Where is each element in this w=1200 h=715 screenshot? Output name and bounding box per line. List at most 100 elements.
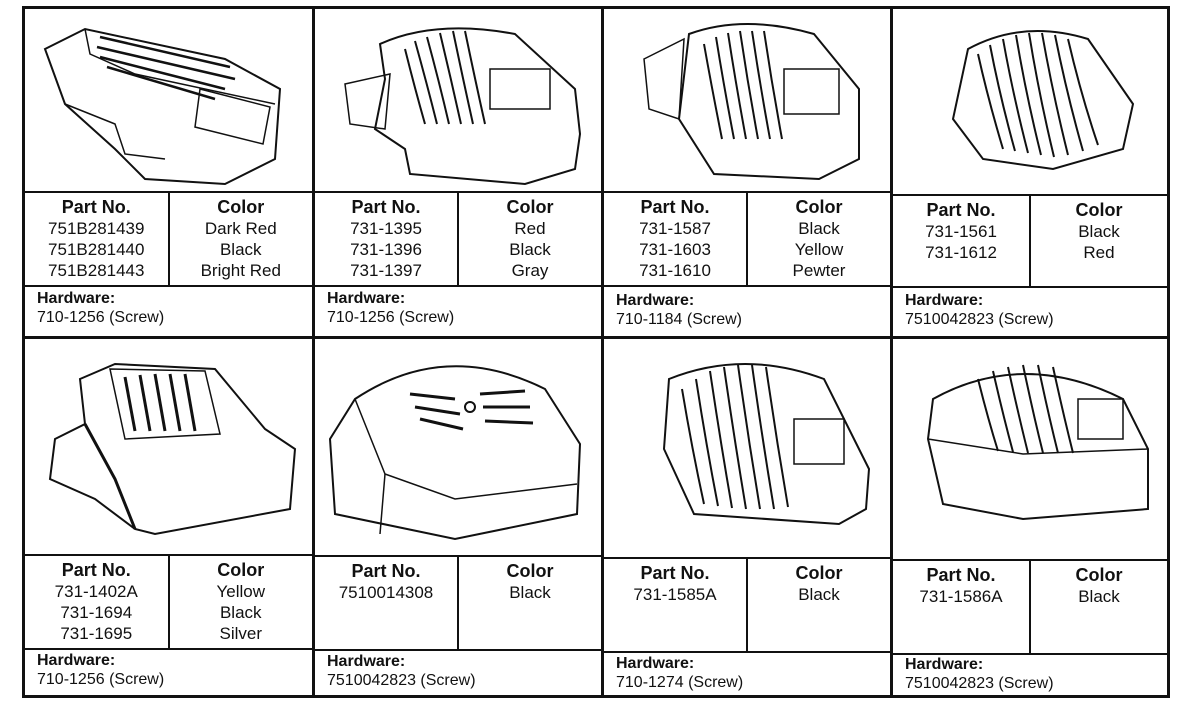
part-number-column: Part No. 731-1402A 731-1694 731-1695 [25,556,168,648]
part-number: 731-1603 [639,240,711,259]
color-value: Black [798,585,840,604]
hardware-value: 7510042823 (Screw) [327,672,476,689]
color-header: Color [795,197,843,217]
color-value: Black [509,583,551,602]
color-value: Black [1078,222,1120,241]
blower-housing-illustration [604,9,890,189]
color-value: Pewter [792,261,846,280]
part-number: 731-1585A [633,585,717,604]
color-column: Color Yellow Black Silver [167,556,313,648]
part-cell-3: Part No. 731-1587 731-1603 731-1610 Colo… [604,9,890,336]
part-number-header: Part No. [61,560,131,580]
color-header: Color [217,560,265,580]
part-number: 731-1610 [639,261,711,280]
color-header: Color [506,197,554,217]
part-table: Part No. 731-1586A Color Black [893,559,1167,655]
color-column: Color Black Red [1029,196,1167,286]
hardware-label: Hardware: [905,656,984,673]
blower-housing-illustration [25,9,312,189]
part-number: 731-1397 [350,261,422,280]
part-number: 731-1694 [60,603,133,622]
color-column: Color Red Black Gray [457,193,601,285]
part-number: 731-1612 [925,243,997,262]
part-number: 731-1586A [919,587,1003,606]
part-number-header: Part No. [926,200,996,220]
color-value: Black [798,219,840,238]
part-table: Part No. 7510014308 Color Black [315,555,601,651]
part-number-column: Part No. 731-1561 731-1612 [893,196,1029,286]
hardware-info: Hardware: 710-1274 (Screw) [616,654,743,692]
blower-housing-illustration [315,9,601,189]
part-table: Part No. 731-1585A Color Black [604,557,890,653]
color-header: Color [217,197,265,217]
part-cell-2: Part No. 731-1395 731-1396 731-1397 Colo… [315,9,601,336]
part-number: 731-1561 [925,222,997,241]
hardware-value: 710-1274 (Screw) [616,674,744,691]
part-number-header: Part No. [351,197,421,217]
part-cell-8: Part No. 731-1586A Color Black Hardware:… [893,339,1167,695]
hardware-info: Hardware: 7510042823 (Screw) [905,655,1054,693]
color-value: Yellow [794,240,844,259]
hardware-info: Hardware: 7510042823 (Screw) [327,652,476,690]
part-number: 751B281439 [48,219,145,238]
hardware-value: 710-1256 (Screw) [37,309,165,326]
part-cell-5: Part No. 731-1402A 731-1694 731-1695 Col… [25,339,312,695]
part-number: 731-1587 [639,219,711,238]
hardware-label: Hardware: [616,655,695,672]
hardware-value: 710-1184 (Screw) [616,311,742,328]
part-number-header: Part No. [61,197,131,217]
part-number: 731-1695 [60,624,133,643]
part-number: 751B281443 [48,261,145,280]
color-value: Red [514,219,546,238]
part-cell-6: Part No. 7510014308 Color Black Hardware… [315,339,601,695]
hardware-value: 710-1256 (Screw) [37,671,165,688]
color-value: Black [509,240,551,259]
color-column: Color Black Yellow Pewter [746,193,890,285]
column-divider [890,9,893,695]
column-divider [312,9,315,695]
color-header: Color [795,563,843,583]
hardware-label: Hardware: [37,290,116,307]
part-table: Part No. 731-1587 731-1603 731-1610 Colo… [604,191,890,287]
color-header: Color [1075,200,1123,220]
blower-housing-illustration [893,9,1167,189]
blower-housing-illustration [25,339,312,549]
color-column: Color Dark Red Black Bright Red [167,193,313,285]
part-cell-4: Part No. 731-1561 731-1612 Color Black R… [893,9,1167,336]
part-number-header: Part No. [926,565,996,585]
part-cell-1: Part No. 751B281439 751B281440 751B28144… [25,9,312,336]
hardware-label: Hardware: [327,290,406,307]
part-number-column: Part No. 731-1585A [604,559,746,651]
color-value: Bright Red [200,261,281,280]
color-value: Gray [511,261,549,280]
hardware-info: Hardware: 710-1184 (Screw) [616,291,742,329]
part-number: 751B281440 [48,240,145,259]
part-cell-7: Part No. 731-1585A Color Black Hardware:… [604,339,890,695]
color-value: Red [1083,243,1115,262]
color-column: Color Black [1029,561,1167,653]
hardware-info: Hardware: 710-1256 (Screw) [327,289,454,327]
color-value: Black [1078,587,1120,606]
part-number-header: Part No. [640,563,710,583]
hardware-info: Hardware: 710-1256 (Screw) [37,289,164,327]
hardware-label: Hardware: [616,292,695,309]
blower-housing-illustration [604,339,890,551]
color-value: Black [219,240,262,259]
part-number: 7510014308 [338,583,434,602]
part-number-column: Part No. 7510014308 [315,557,457,649]
blower-housing-illustration [893,339,1167,551]
part-number-column: Part No. 731-1395 731-1396 731-1397 [315,193,457,285]
color-column: Color Black [457,557,601,649]
hardware-label: Hardware: [905,292,984,309]
color-header: Color [1075,565,1123,585]
part-table: Part No. 731-1561 731-1612 Color Black R… [893,194,1167,288]
part-table: Part No. 731-1395 731-1396 731-1397 Colo… [315,191,601,287]
hardware-info: Hardware: 7510042823 (Screw) [905,291,1054,329]
hardware-value: 7510042823 (Screw) [905,675,1054,692]
color-column: Color Black [746,559,890,651]
hardware-value: 7510042823 (Screw) [905,311,1054,328]
part-number-header: Part No. [640,197,710,217]
color-value: Dark Red [204,219,277,238]
part-number-column: Part No. 731-1587 731-1603 731-1610 [604,193,746,285]
hardware-info: Hardware: 710-1256 (Screw) [37,651,164,689]
